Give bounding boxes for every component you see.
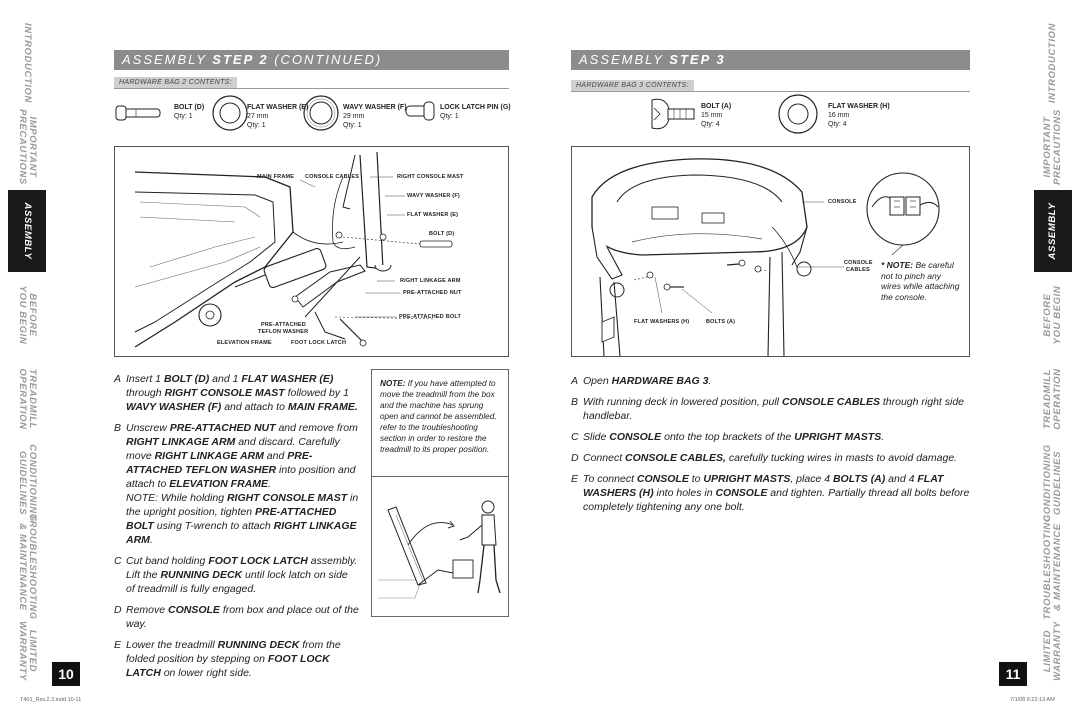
section-tab-label: LIMITED WARRANTY <box>17 621 38 681</box>
divider <box>571 91 970 92</box>
section-tab-troubleshooting-maintenance[interactable]: TROUBLESHOOTING & MAINTENANCE <box>1034 514 1072 620</box>
section-tab-introduction[interactable]: INTRODUCTION <box>1034 22 1072 104</box>
footer-timestamp: 7/1/08 6:22:13 AM <box>1010 697 1055 703</box>
callout-console-cables: CONSOLE CABLES <box>305 174 360 180</box>
callout-flat-washer: FLAT WASHER (E) <box>407 212 459 218</box>
section-tab-assembly[interactable]: ASSEMBLY <box>1034 190 1072 272</box>
callout-bolt-d: BOLT (D) <box>429 231 455 237</box>
section-tab-conditioning-guidelines[interactable]: CONDITIONING GUIDELINES <box>8 442 46 524</box>
section-tab-label: TROUBLESHOOTING & MAINTENANCE <box>17 514 38 620</box>
callout-bolts: BOLTS (A) <box>706 319 736 325</box>
callout-pre-attached-teflon-2: TEFLON WASHER <box>258 329 309 335</box>
page-number-right: 11 <box>999 662 1027 686</box>
section-tab-introduction[interactable]: INTRODUCTION <box>8 22 46 104</box>
section-tab-conditioning-guidelines[interactable]: CONDITIONING GUIDELINES <box>1034 442 1072 524</box>
section-tab-label: CONDITIONING GUIDELINES <box>17 444 38 522</box>
section-tab-assembly[interactable]: ASSEMBLY <box>8 190 46 272</box>
callout-main-frame: MAIN FRAME <box>257 174 295 180</box>
section-tab-treadmill-operation[interactable]: TREADMILL OPERATION <box>8 358 46 440</box>
hardware-bolt-d: BOLT (D)Qty: 1 <box>174 104 205 120</box>
callout-console-cables-1: CONSOLE <box>844 260 873 266</box>
hardware-bag-3-label: HARDWARE BAG 3 CONTENTS: <box>571 80 694 91</box>
section-tab-label: TREADMILL OPERATION <box>17 368 38 430</box>
console-side-note: * NOTE: Be careful not to pinch any wire… <box>881 260 960 302</box>
callout-console: CONSOLE <box>828 199 857 205</box>
section-tab-troubleshooting-maintenance[interactable]: TROUBLESHOOTING & MAINTENANCE <box>8 514 46 620</box>
section-tab-important-precautions[interactable]: IMPORTANT PRECAUTIONS <box>1034 106 1072 188</box>
section-tab-limited-warranty[interactable]: LIMITED WARRANTY <box>8 610 46 692</box>
section-tab-limited-warranty[interactable]: LIMITED WARRANTY <box>1034 610 1072 692</box>
step-3-diagram: CONSOLE CONSOLE CABLES FLAT WASHERS (H) … <box>571 146 970 357</box>
hardware-lock-latch-pin-g: LOCK LATCH PIN (G)Qty: 1 <box>440 104 511 120</box>
section-tab-label: ASSEMBLY <box>1047 202 1058 260</box>
callout-right-console-mast: RIGHT CONSOLE MAST <box>397 174 464 180</box>
step-3-banner: ASSEMBLY STEP 3 <box>571 50 970 70</box>
section-tab-label: BEFORE YOU BEGIN <box>17 285 38 345</box>
section-tab-before-you-begin[interactable]: BEFORE YOU BEGIN <box>1034 274 1072 356</box>
section-tab-label: BEFORE YOU BEGIN <box>1042 285 1063 345</box>
section-tab-treadmill-operation[interactable]: TREADMILL OPERATION <box>1034 358 1072 440</box>
step-2-banner: ASSEMBLY STEP 2 (CONTINUED) <box>114 50 509 70</box>
callout-wavy-washer: WAVY WASHER (F) <box>407 193 460 199</box>
right-section-tabs: INTRODUCTION IMPORTANT PRECAUTIONS ASSEMBL… <box>1034 22 1072 694</box>
callout-pre-attached-teflon-1: PRE-ATTACHED <box>261 322 306 328</box>
flat-washer-h-icon <box>778 94 818 134</box>
hardware-bag-3-illustrations <box>651 94 818 134</box>
section-tab-label: INTRODUCTION <box>22 22 33 104</box>
section-tab-label: IMPORTANT PRECAUTIONS <box>17 109 38 185</box>
section-tab-important-precautions[interactable]: IMPORTANT PRECAUTIONS <box>8 106 46 188</box>
section-tab-label: IMPORTANT PRECAUTIONS <box>1042 109 1063 185</box>
callout-flat-washers: FLAT WASHERS (H) <box>634 319 690 325</box>
wavy-washer-icon <box>303 95 339 131</box>
section-tab-label: TROUBLESHOOTING & MAINTENANCE <box>1042 514 1063 620</box>
hardware-bag-2-illustrations <box>115 95 435 131</box>
footer-file-info: T401_Rev.2.3.indd 10-11 <box>20 697 82 703</box>
divider <box>114 88 509 89</box>
note-box: NOTE: If you have attempted to move the … <box>371 369 509 617</box>
callout-foot-lock-latch: FOOT LOCK LATCH <box>291 340 347 346</box>
treadmill-linkage-illustration <box>134 151 453 348</box>
callout-elevation-frame: ELEVATION FRAME <box>217 340 272 346</box>
section-tab-label: ASSEMBLY <box>22 202 33 260</box>
section-tab-before-you-begin[interactable]: BEFORE YOU BEGIN <box>8 274 46 356</box>
bolt-d-icon <box>115 105 161 121</box>
callout-pre-attached-nut: PRE-ATTACHED NUT <box>403 290 462 296</box>
person-lifting-treadmill-illustration <box>378 500 501 599</box>
console-mount-illustration <box>591 158 940 357</box>
page-number-left: 10 <box>52 662 80 686</box>
section-tab-label: INTRODUCTION <box>1047 22 1058 104</box>
flat-washer-icon <box>212 95 248 131</box>
bolt-a-icon <box>651 98 695 130</box>
note-text: NOTE: If you have attempted to move the … <box>380 379 497 454</box>
callout-right-linkage-arm: RIGHT LINKAGE ARM <box>400 278 461 284</box>
lock-latch-pin-icon <box>405 101 435 121</box>
callout-pre-attached-bolt: PRE-ATTACHED BOLT <box>399 314 462 320</box>
hardware-bag-2-label: HARDWARE BAG 2 CONTENTS: <box>114 77 237 88</box>
callout-console-cables-2: CABLES <box>846 267 870 273</box>
section-tab-label: TREADMILL OPERATION <box>1042 368 1063 430</box>
section-tab-label: CONDITIONING GUIDELINES <box>1042 444 1063 522</box>
step-2-diagram: MAIN FRAME CONSOLE CABLES RIGHT CONSOLE … <box>114 146 509 357</box>
left-section-tabs: INTRODUCTION IMPORTANT PRECAUTIONS ASSEMBL… <box>8 22 46 694</box>
section-tab-label: LIMITED WARRANTY <box>1042 621 1063 681</box>
